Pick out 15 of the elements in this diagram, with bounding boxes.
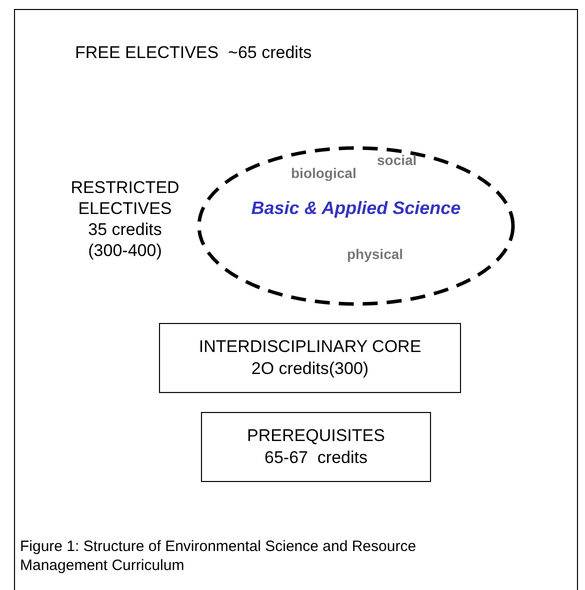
box-text: PREREQUISITES [247, 425, 385, 447]
box-text: 65-67 credits [264, 447, 368, 469]
course-box [201, 412, 431, 482]
sub-label: biological [291, 165, 356, 181]
side-label: RESTRICTED ELECTIVES 35 credits (300-400) [70, 177, 180, 261]
free-electives-frame [14, 9, 578, 590]
heading-text: FREE ELECTIVES ~65 credits [75, 43, 312, 63]
box-text: INTERDISCIPLINARY CORE [198, 336, 422, 358]
figure-caption: Figure 1: Structure of Environmental Science and Resource Management Curriculum [20, 537, 418, 575]
box-text: 2O credits(300) [251, 358, 369, 380]
sub-label: social [377, 152, 417, 168]
course-box [159, 323, 461, 393]
title-text: Basic & Applied Science [251, 198, 461, 218]
sub-label: physical [347, 246, 404, 262]
science-ellipse [197, 146, 515, 306]
